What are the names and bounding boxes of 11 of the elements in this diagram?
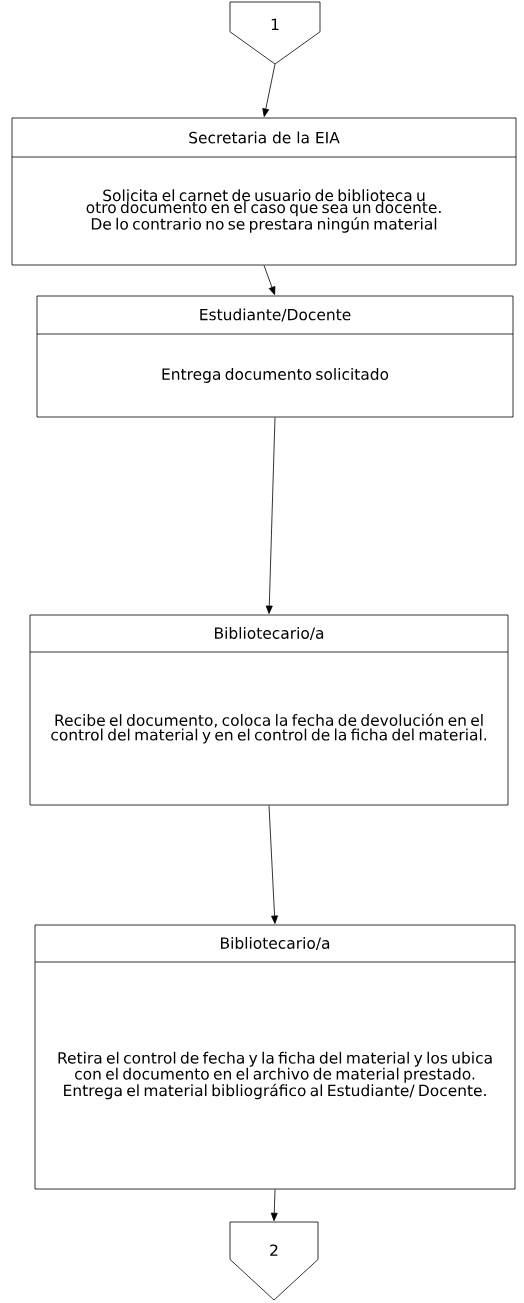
process-box: Estudiante/Docente Entrega documento solicitado xyxy=(36,295,514,418)
arrow xyxy=(270,1189,278,1222)
arrow xyxy=(262,63,276,117)
process-box: Bibliotecario/a Retira el control de fecha y la ficha del material y los ubica con el documento en el archivo de material prestado. Entrega el material bibliográfico al Estudiante/ Docente. xyxy=(34,924,516,1190)
off-page-connector: 2 xyxy=(229,1221,319,1301)
off-page-connector: 1 xyxy=(229,1,321,65)
arrow xyxy=(268,805,278,924)
arrow xyxy=(265,417,276,614)
process-box: Secretaria de la EIA Solicita el carnet de usuario de biblioteca u otro documento en el caso que sea un docente. De lo contrario no se prestara ningún material xyxy=(11,117,517,266)
arrow xyxy=(263,265,276,295)
process-box: Bibliotecario/a Recibe el documento, coloca la fecha de devolución en el control del material y en el control de la ficha del material. xyxy=(29,614,509,806)
